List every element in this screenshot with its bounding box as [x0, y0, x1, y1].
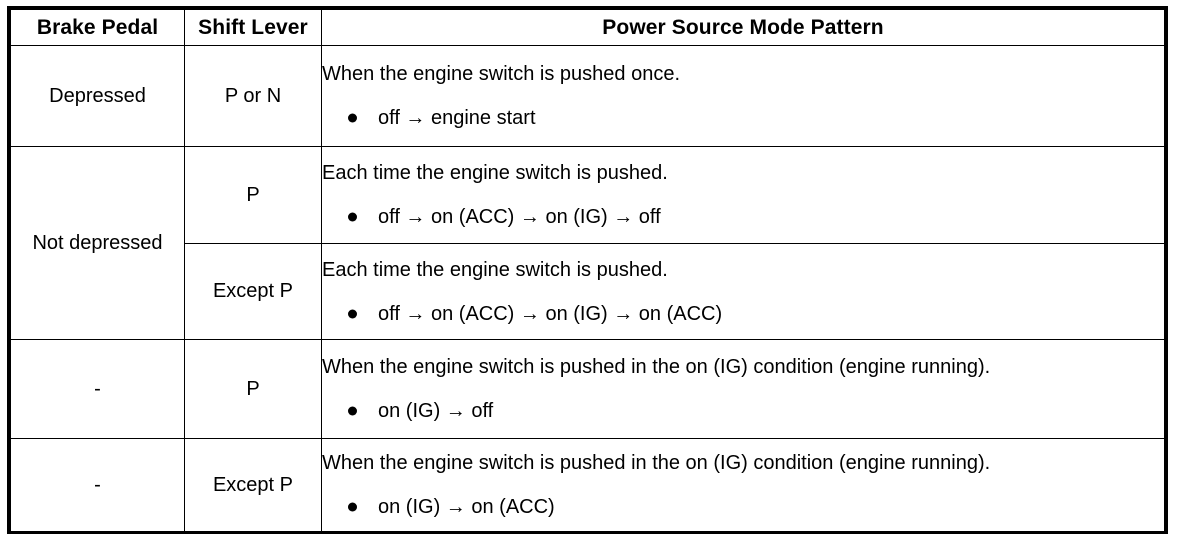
cell-brake-pedal: Depressed — [10, 45, 185, 147]
cell-shift-lever: Except P — [184, 243, 322, 340]
pattern-bullet-text: on (IG) → off — [378, 400, 494, 422]
bullet-icon — [348, 309, 357, 318]
pattern-bullet-list: off → engine start — [322, 106, 1164, 130]
cell-brake-pedal: - — [10, 438, 185, 532]
pattern-lead-text: When the engine switch is pushed once. — [322, 63, 680, 85]
cell-power-source-mode-pattern: Each time the engine switch is pushed. o… — [321, 243, 1165, 340]
pattern-bullet-list: off → on (ACC) → on (IG) → off — [322, 205, 1164, 229]
cell-shift-lever: P — [184, 339, 322, 439]
cell-power-source-mode-pattern: When the engine switch is pushed in the … — [321, 339, 1165, 439]
bullet-icon — [348, 502, 357, 512]
pattern-bullet-list: off → on (ACC) → on (IG) → on (ACC) — [322, 302, 1164, 326]
cell-shift-lever: P — [184, 146, 322, 244]
list-item: off → engine start — [322, 106, 1164, 130]
table-row: - P When the engine switch is pushed in … — [10, 339, 1165, 439]
list-item: off → on (ACC) → on (IG) → on (ACC) — [322, 302, 1164, 326]
cell-power-source-mode-pattern: When the engine switch is pushed in the … — [321, 438, 1165, 532]
table-row: Depressed P or N When the engine switch … — [10, 45, 1165, 147]
bullet-icon — [348, 113, 357, 123]
column-header-power-source-mode-pattern: Power Source Mode Pattern — [321, 9, 1165, 46]
pattern-lead-text: When the engine switch is pushed in the … — [322, 356, 991, 378]
table-row: Not depressed P Each time the engine swi… — [10, 146, 1165, 340]
list-item: on (IG) → on (ACC) — [322, 495, 1164, 519]
cell-brake-pedal: - — [10, 339, 185, 439]
cell-power-source-mode-pattern: Each time the engine switch is pushed. o… — [321, 146, 1165, 244]
table-row: - Except P When the engine switch is pus… — [10, 438, 1165, 532]
bullet-icon — [348, 406, 357, 416]
list-item: on (IG) → off — [322, 399, 1164, 423]
pattern-bullet-text: off → on (ACC) → on (IG) → on (ACC) — [378, 302, 723, 325]
column-header-shift-lever: Shift Lever — [184, 9, 322, 46]
pattern-bullet-list: on (IG) → on (ACC) — [322, 495, 1164, 519]
power-source-mode-table: Brake Pedal Shift Lever Power Source Mod… — [10, 9, 1165, 532]
pattern-bullet-list: on (IG) → off — [322, 399, 1164, 423]
list-item: off → on (ACC) → on (IG) → off — [322, 205, 1164, 229]
cell-brake-pedal: Not depressed — [10, 146, 185, 340]
table-header-row: Brake Pedal Shift Lever Power Source Mod… — [10, 9, 1165, 46]
bullet-icon — [348, 212, 357, 222]
power-source-mode-table-container: Brake Pedal Shift Lever Power Source Mod… — [7, 6, 1168, 534]
column-header-brake-pedal: Brake Pedal — [10, 9, 185, 46]
cell-shift-lever: P or N — [184, 45, 322, 147]
pattern-lead-text: When the engine switch is pushed in the … — [322, 452, 991, 474]
pattern-bullet-text: off → on (ACC) → on (IG) → off — [378, 206, 661, 228]
pattern-lead-text: Each time the engine switch is pushed. — [322, 258, 668, 281]
cell-power-source-mode-pattern: When the engine switch is pushed once. o… — [321, 45, 1165, 147]
table-row: Except P Each time the engine switch is … — [11, 243, 1165, 340]
cell-shift-lever: Except P — [184, 438, 322, 532]
pattern-lead-text: Each time the engine switch is pushed. — [322, 162, 668, 184]
pattern-bullet-text: off → engine start — [378, 107, 536, 129]
pattern-bullet-text: on (IG) → on (ACC) — [378, 496, 555, 518]
